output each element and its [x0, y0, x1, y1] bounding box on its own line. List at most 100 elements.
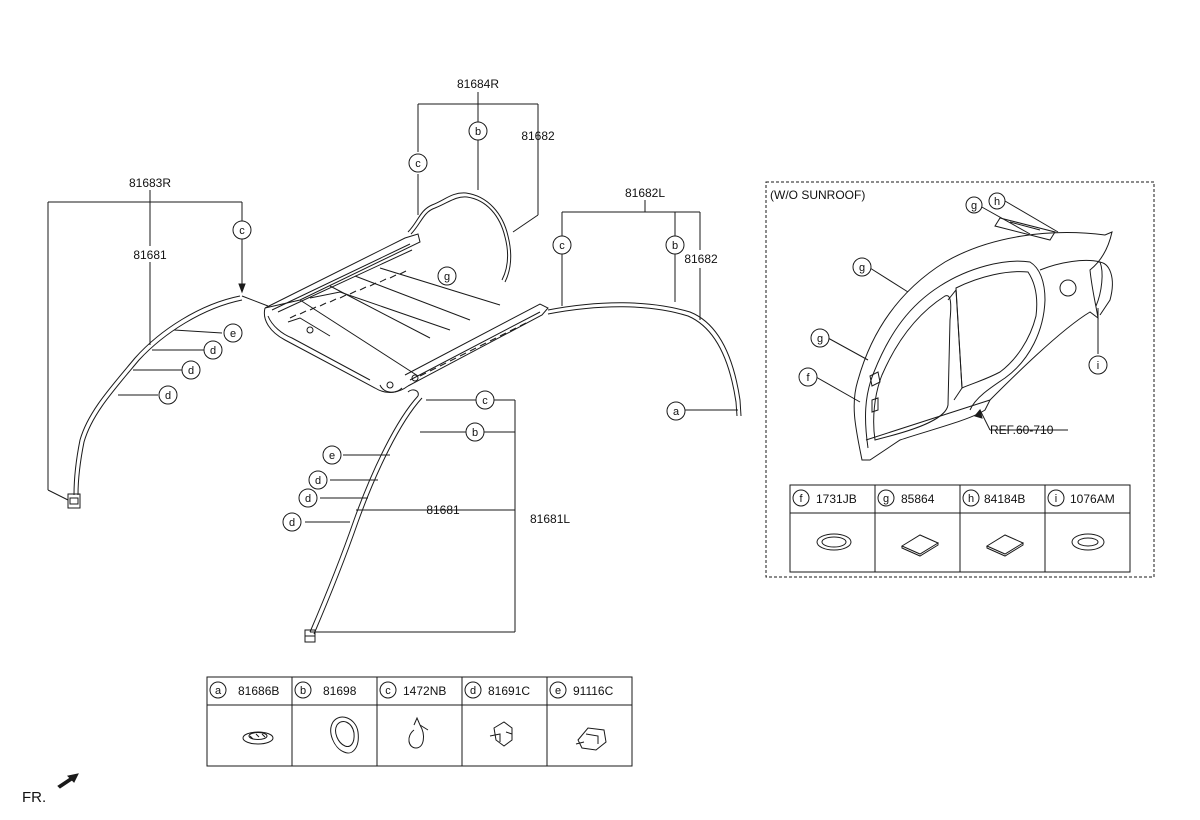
callout-letter: g — [971, 200, 977, 212]
callout-letter: c — [559, 240, 565, 252]
callout-d-bottom1 — [308, 470, 328, 490]
ref-label: REF.60-710 — [990, 423, 1054, 437]
leader-81681L — [310, 399, 516, 633]
callout-i-inset — [1088, 355, 1108, 375]
part-label-81684R: 81684R — [457, 77, 499, 91]
callout-b-right — [665, 235, 685, 255]
callout-letter: i — [1097, 360, 1099, 372]
callout-letter: d — [210, 345, 216, 357]
part-label-81682L: 81682L — [625, 186, 665, 200]
table-part-number: 84184B — [984, 492, 1025, 506]
callout-letter: c — [415, 158, 421, 170]
callout-g-inset1 — [965, 196, 983, 214]
table-part-number: 81698 — [323, 684, 357, 698]
front-arrow-icon — [57, 773, 79, 789]
table-circle-b — [294, 681, 312, 699]
callout-d-left2 — [181, 360, 201, 380]
callout-e-bottom — [322, 445, 342, 465]
table-letter: f — [799, 493, 803, 505]
leader-81683R — [47, 190, 246, 501]
table-circle-h — [962, 489, 980, 507]
callout-c-left — [232, 220, 252, 240]
table-letter: i — [1055, 493, 1057, 505]
callout-letter: b — [472, 427, 478, 439]
table-circle-i — [1047, 489, 1065, 507]
callout-letter: e — [230, 328, 236, 340]
body-side-panel — [853, 217, 1113, 461]
plug-icon — [816, 533, 852, 551]
callout-b-bottom — [465, 422, 485, 442]
table-circle-e — [549, 681, 567, 699]
table-circle-a — [209, 681, 227, 699]
callout-h-inset — [988, 192, 1006, 210]
callout-letter: g — [859, 262, 865, 274]
table-part-number: 91116C — [573, 684, 614, 698]
inset-parts-table-frame — [789, 484, 1131, 573]
callout-g-top — [437, 266, 457, 286]
table-letter: d — [470, 685, 476, 697]
callout-g-inset3 — [810, 328, 830, 348]
callout-letter: f — [806, 372, 810, 384]
pad-icon — [985, 534, 1025, 557]
table-part-number: 81691C — [488, 684, 530, 698]
callout-c-top — [408, 153, 428, 173]
leader-81684R — [417, 92, 539, 233]
table-letter: e — [555, 685, 561, 697]
clip-icon — [489, 721, 513, 747]
grommet-icon — [242, 731, 274, 745]
callout-letter: d — [188, 365, 194, 377]
drain-hose-front-right — [73, 295, 241, 496]
table-part-number: 85864 — [901, 492, 935, 506]
sunroof-frame — [263, 233, 549, 393]
table-circle-c — [379, 681, 397, 699]
front-label: FR. — [22, 789, 46, 806]
table-circle-d — [464, 681, 482, 699]
table-part-number: 1076AM — [1070, 492, 1115, 506]
table-circle-f — [792, 489, 810, 507]
callout-letter: c — [482, 395, 488, 407]
part-label-81682-right: 81682 — [684, 252, 718, 266]
part-label-81683R: 81683R — [129, 176, 171, 190]
drain-hose-front-left — [309, 395, 419, 633]
oval-grommet-icon — [330, 716, 359, 754]
callout-letter: c — [239, 225, 245, 237]
callout-letter: d — [315, 475, 321, 487]
callout-c-bottom — [475, 390, 495, 410]
part-label-81682-top: 81682 — [521, 129, 555, 143]
part-label-81681-left: 81681 — [133, 248, 167, 262]
plug-icon — [1071, 533, 1105, 551]
callout-d-bottom3 — [282, 512, 302, 532]
inset-title: (W/O SUNROOF) — [770, 188, 865, 202]
table-circle-g — [877, 489, 895, 507]
table-letter: c — [385, 685, 391, 697]
callout-letter: a — [673, 406, 680, 418]
callout-d-bottom2 — [298, 488, 318, 508]
callout-letter: d — [165, 390, 171, 402]
callout-letter: g — [817, 333, 823, 345]
callout-letter: h — [994, 196, 1000, 208]
main-parts-table-frame — [206, 676, 633, 767]
leader-81682L — [561, 200, 701, 320]
callout-f-inset — [798, 367, 818, 387]
bracket-clip-icon — [575, 727, 607, 751]
table-letter: a — [215, 685, 222, 697]
part-label-81681L: 81681L — [530, 512, 570, 526]
callout-letter: b — [475, 126, 481, 138]
table-letter: b — [300, 685, 306, 697]
callout-b-top — [468, 121, 488, 141]
table-part-number: 81686B — [238, 684, 279, 698]
pad-icon — [900, 534, 940, 557]
callout-letter: b — [672, 240, 678, 252]
table-part-number: 1731JB — [816, 492, 857, 506]
callout-letter: e — [329, 450, 335, 462]
callout-letter: d — [289, 517, 295, 529]
table-part-number: 1472NB — [403, 684, 446, 698]
callout-a-right — [666, 401, 686, 421]
callout-e-left — [223, 323, 243, 343]
drain-hose-rear-left — [547, 302, 742, 417]
callout-d-left3 — [158, 385, 178, 405]
callout-letter: g — [444, 271, 450, 283]
table-letter: g — [883, 493, 889, 505]
callout-letter: d — [305, 493, 311, 505]
